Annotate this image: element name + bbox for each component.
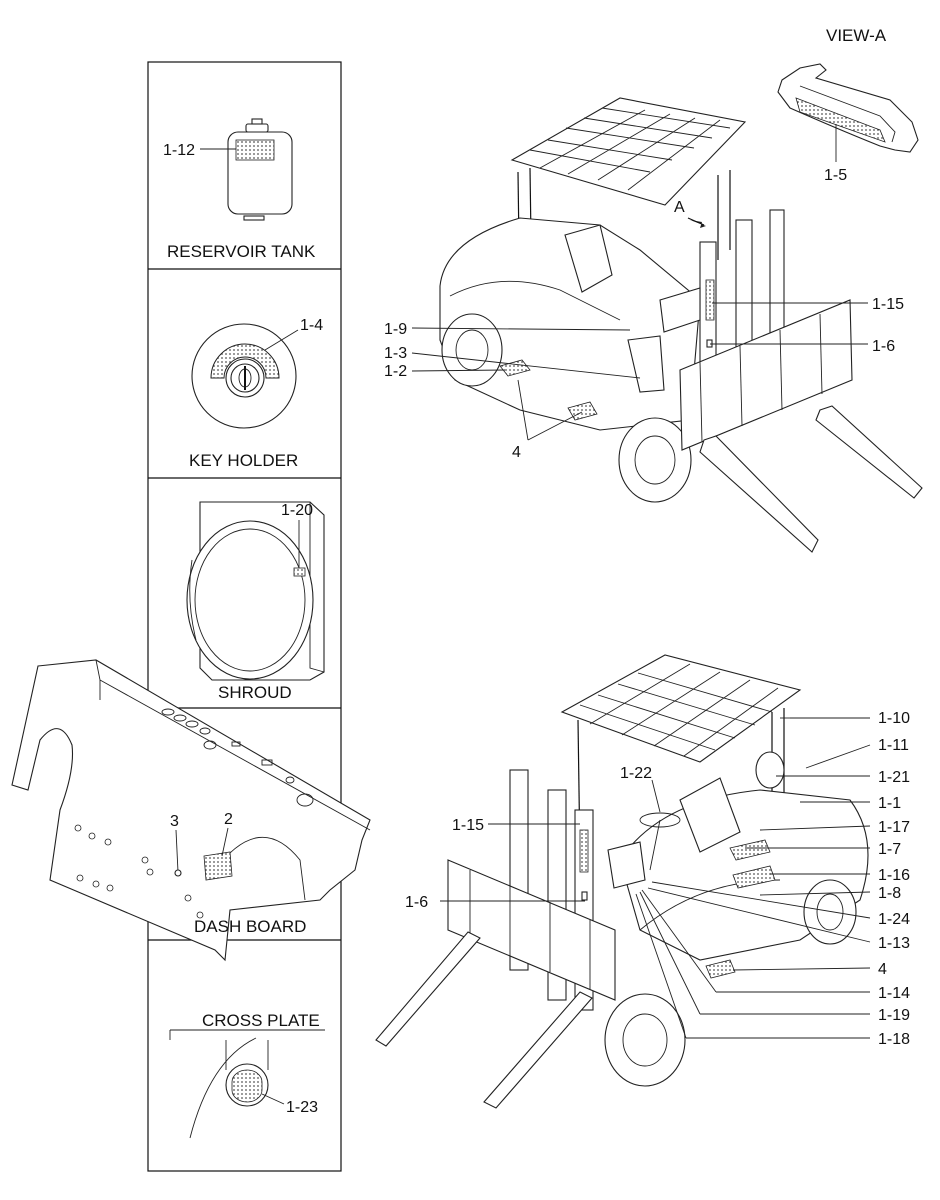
shroud-caption: SHROUD xyxy=(218,683,292,702)
cross-plate-illustration xyxy=(169,1029,325,1139)
callout-1-10: 1-10 xyxy=(878,710,910,727)
forklift-top-illustration xyxy=(439,97,923,553)
callout-1-12: 1-12 xyxy=(163,142,195,159)
callout-1-23: 1-23 xyxy=(286,1099,318,1116)
callout-1-16: 1-16 xyxy=(878,867,910,884)
callout-2: 2 xyxy=(224,811,233,828)
bottom-callout-lines xyxy=(440,717,871,1039)
reservoir-tank-illustration xyxy=(200,118,293,221)
callout-1-6-top: 1-6 xyxy=(872,338,895,355)
callout-1-15-bottom: 1-15 xyxy=(452,817,484,834)
callout-1-24: 1-24 xyxy=(878,911,910,928)
callout-1-20: 1-20 xyxy=(281,502,313,519)
callout-1-19: 1-19 xyxy=(878,1007,910,1024)
dash-board-caption: DASH BOARD xyxy=(194,917,306,936)
callout-1-7: 1-7 xyxy=(878,841,901,858)
shroud-decal xyxy=(293,567,306,577)
callout-4-bottom: 4 xyxy=(878,961,887,978)
callout-1-3: 1-3 xyxy=(384,345,407,362)
view-a-caption: VIEW-A xyxy=(826,26,887,45)
view-a-arrow xyxy=(690,220,706,228)
callout-1-17: 1-17 xyxy=(878,819,910,836)
view-a-handle-illustration xyxy=(777,63,919,162)
callout-1-14: 1-14 xyxy=(878,985,910,1002)
dash-board-illustration xyxy=(11,659,371,962)
key-holder-caption: KEY HOLDER xyxy=(189,451,298,470)
top-callout-lines xyxy=(411,302,868,441)
callout-1-1: 1-1 xyxy=(878,795,901,812)
shroud-illustration xyxy=(186,501,325,681)
view-a-arrow-label: A xyxy=(674,199,685,216)
callout-1-9: 1-9 xyxy=(384,321,407,338)
callout-1-11: 1-11 xyxy=(878,737,909,754)
callout-1-4: 1-4 xyxy=(300,317,323,334)
callout-1-22: 1-22 xyxy=(620,765,652,782)
reservoir-tank-caption: RESERVOIR TANK xyxy=(167,242,316,261)
callout-4-top: 4 xyxy=(512,444,521,461)
callout-1-15-top: 1-15 xyxy=(872,296,904,313)
callout-3: 3 xyxy=(170,813,179,830)
callout-1-6-bottom: 1-6 xyxy=(405,894,428,911)
callout-1-18: 1-18 xyxy=(878,1031,910,1048)
key-holder-illustration xyxy=(191,323,299,429)
reservoir-decal xyxy=(235,139,275,161)
callout-1-13: 1-13 xyxy=(878,935,910,952)
callout-1-2: 1-2 xyxy=(384,363,407,380)
callout-1-21: 1-21 xyxy=(878,769,910,786)
callout-1-8: 1-8 xyxy=(878,885,901,902)
forklift-bottom-illustration xyxy=(375,654,869,1109)
callout-1-5: 1-5 xyxy=(824,167,847,184)
cross-plate-caption: CROSS PLATE xyxy=(202,1011,320,1030)
detail-panel xyxy=(147,61,342,1172)
